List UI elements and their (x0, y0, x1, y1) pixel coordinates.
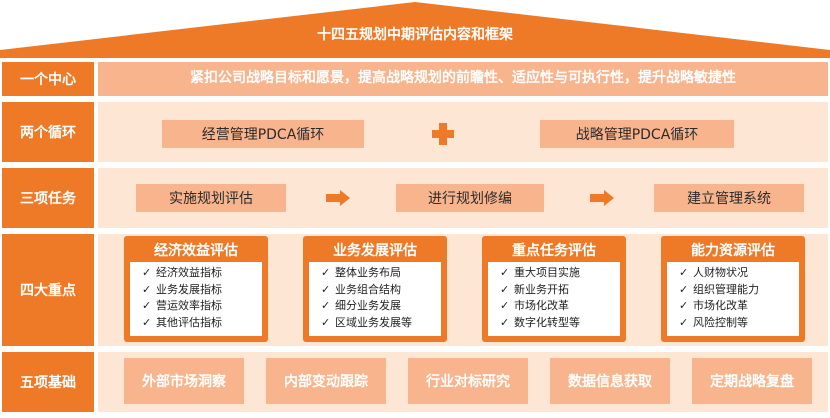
row-label-foundations: 五项基础 (2, 352, 94, 412)
check-icon: ✓ (142, 266, 152, 279)
list-item: ✓市场化改革 (500, 298, 620, 315)
card-title: 业务发展评估 (333, 243, 417, 259)
list-item: ✓营运效率指标 (142, 298, 262, 315)
row-label-center: 一个中心 (2, 62, 94, 96)
list-item: ✓重大项目实施 (500, 265, 620, 282)
cycle-strategy-pdca: 战略管理PDCA循环 (540, 120, 734, 148)
card-title: 经济效益评估 (154, 243, 238, 259)
check-icon: ✓ (500, 299, 510, 312)
card-title: 能力资源评估 (691, 243, 775, 259)
task-implement-assessment: 实施规划评估 (136, 184, 286, 212)
plus-icon (432, 123, 454, 145)
card-title: 重点任务评估 (512, 243, 596, 259)
focus-card-economic: 经济效益评估 ✓经济效益指标 ✓业务发展指标 ✓营运效率指标 ✓其他评估指标 (124, 236, 268, 342)
focus-card-capability: 能力资源评估 ✓人财物状况 ✓组织管理能力 ✓市场化改革 ✓风险控制等 (661, 236, 805, 342)
cycle-operation-pdca: 经营管理PDCA循环 (162, 120, 364, 148)
task-revise-plan: 进行规划修编 (396, 184, 544, 212)
foundation-strategy-review: 定期战略复盘 (692, 358, 812, 404)
foundation-benchmarking: 行业对标研究 (408, 358, 528, 404)
check-icon: ✓ (679, 299, 689, 312)
roof-banner (0, 2, 830, 58)
list-item: ✓人财物状况 (679, 265, 799, 282)
focus-card-key-tasks: 重点任务评估 ✓重大项目实施 ✓新业务开拓 ✓市场化改革 ✓数字化转型等 (482, 236, 626, 342)
check-icon: ✓ (142, 282, 152, 296)
check-icon: ✓ (679, 315, 689, 329)
list-item: ✓组织管理能力 (679, 282, 799, 299)
arrow-right-icon (326, 190, 350, 206)
check-icon: ✓ (500, 266, 510, 279)
list-item: ✓其他评估指标 (142, 315, 262, 332)
check-icon: ✓ (500, 315, 510, 329)
check-icon: ✓ (142, 315, 152, 329)
foundation-data-acquisition: 数据信息获取 (550, 358, 670, 404)
focus-card-business: 业务发展评估 ✓整体业务布局 ✓业务组合结构 ✓细分业务发展 ✓区域业务发展等 (303, 236, 447, 342)
card-checklist: ✓重大项目实施 ✓新业务开拓 ✓市场化改革 ✓数字化转型等 (488, 262, 620, 336)
center-panel (98, 62, 828, 96)
framework-title: 十四五规划中期评估内容和框架 (317, 27, 513, 43)
list-item: ✓数字化转型等 (500, 315, 620, 332)
list-item: ✓整体业务布局 (321, 265, 441, 282)
list-item: ✓风险控制等 (679, 315, 799, 332)
list-item: ✓细分业务发展 (321, 298, 441, 315)
arrow-right-icon (590, 190, 614, 206)
card-checklist: ✓人财物状况 ✓组织管理能力 ✓市场化改革 ✓风险控制等 (667, 262, 799, 336)
foundation-internal-tracking: 内部变动跟踪 (266, 358, 386, 404)
list-item: ✓经济效益指标 (142, 265, 262, 282)
row-label-cycles: 两个循环 (2, 102, 94, 162)
row-label-focus: 四大重点 (2, 234, 94, 346)
check-icon: ✓ (679, 282, 689, 296)
card-checklist: ✓整体业务布局 ✓业务组合结构 ✓细分业务发展 ✓区域业务发展等 (309, 262, 441, 336)
check-icon: ✓ (679, 266, 689, 279)
list-item: ✓业务组合结构 (321, 282, 441, 299)
list-item: ✓业务发展指标 (142, 282, 262, 299)
check-icon: ✓ (500, 282, 510, 296)
list-item: ✓区域业务发展等 (321, 315, 441, 332)
card-checklist: ✓经济效益指标 ✓业务发展指标 ✓营运效率指标 ✓其他评估指标 (130, 262, 262, 336)
row-label-tasks: 三项任务 (2, 168, 94, 228)
foundation-external-market: 外部市场洞察 (124, 358, 244, 404)
task-build-system: 建立管理系统 (654, 184, 804, 212)
list-item: ✓市场化改革 (679, 298, 799, 315)
check-icon: ✓ (321, 315, 331, 329)
check-icon: ✓ (321, 299, 331, 312)
check-icon: ✓ (321, 266, 331, 279)
check-icon: ✓ (321, 282, 331, 296)
center-statement: 紧扣公司战略目标和愿景，提高战略规划的前瞻性、适应性与可执行性，提升战略敏捷性 (190, 70, 736, 86)
list-item: ✓新业务开拓 (500, 282, 620, 299)
check-icon: ✓ (142, 299, 152, 312)
